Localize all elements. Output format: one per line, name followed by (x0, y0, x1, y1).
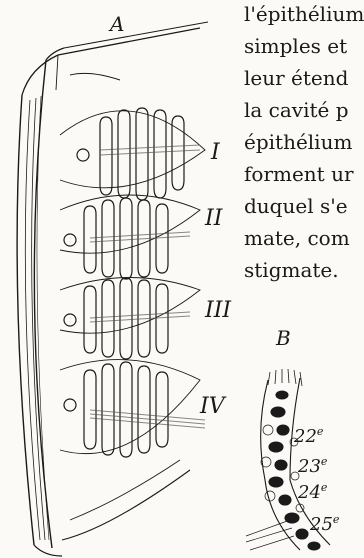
text-line-8: mate, com (244, 228, 350, 248)
b-label-25e: 25e (310, 514, 339, 534)
b-label-23e: 23e (298, 456, 327, 476)
text-line-3: leur étend (244, 68, 348, 88)
text-line-1: l'épithélium (244, 4, 364, 24)
segment-label-1: I (211, 142, 220, 164)
text-line-2: simples et (244, 36, 347, 56)
text-line-9: stigmate. (244, 260, 339, 280)
gill-segments (60, 108, 205, 457)
segment-4 (60, 360, 200, 457)
panel-b-label: B (276, 328, 291, 348)
segment-label-3: III (205, 300, 231, 322)
text-line-4: la cavité p (244, 100, 349, 120)
text-line-7: duquel s'e (244, 196, 348, 216)
segment-label-4: IV (200, 396, 225, 418)
segment-3 (60, 278, 200, 360)
segment-label-2: II (205, 208, 222, 230)
text-line-5: épithélium (244, 132, 352, 152)
text-line-6: forment ur (244, 164, 354, 184)
panel-a-label: A (110, 14, 124, 34)
b-label-24e: 24e (298, 482, 327, 502)
body-wall (17, 22, 208, 556)
b-label-22e: 22e (294, 426, 323, 446)
segment-1 (60, 108, 205, 200)
